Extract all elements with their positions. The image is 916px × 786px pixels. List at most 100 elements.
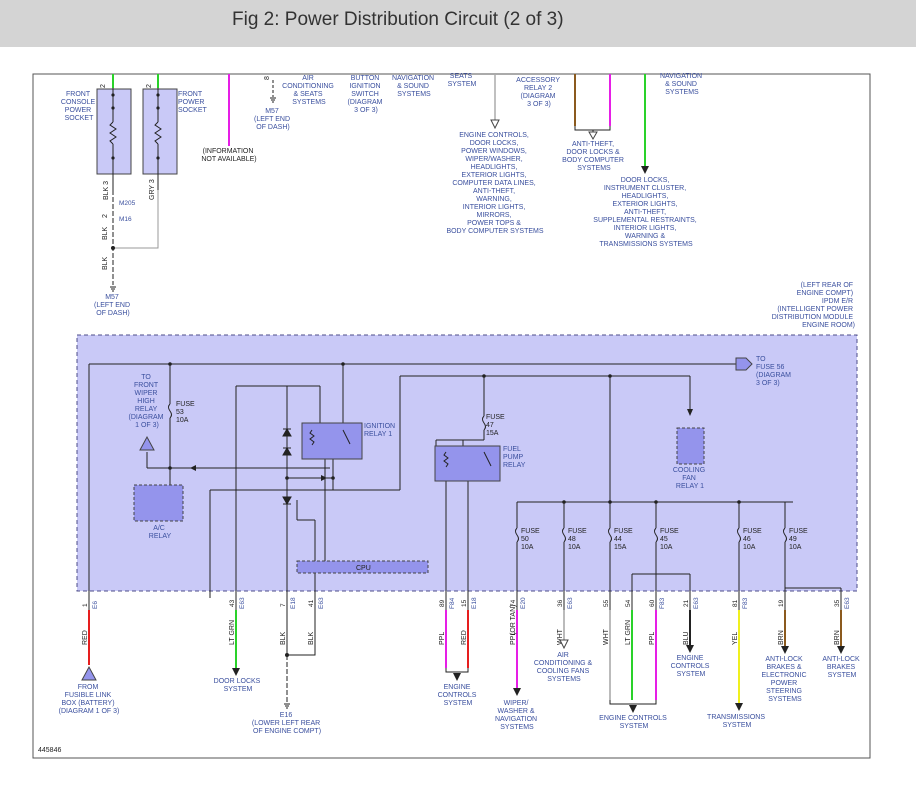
ground-m57-top (270, 97, 276, 103)
pin-number: 74 (510, 599, 517, 607)
pin-label: 2 (102, 214, 109, 218)
wire-code: GRY 3 (149, 179, 156, 200)
pin-label: 8 (264, 76, 271, 80)
label-front-console-power-socket: FRONT CONSOLE POWER SOCKET (61, 91, 97, 122)
pin-connector: E63 (844, 597, 851, 609)
label-ignition-relay-1: IGNITION RELAY 1 (364, 423, 397, 438)
label-engine-controls-list: ENGINE CONTROLS, DOOR LOCKS, POWER WINDO… (446, 132, 543, 235)
label-engine-controls-1: ENGINE CONTROLS SYSTEM (438, 684, 479, 707)
diode-symbols (282, 427, 292, 506)
pin-number: 81 (732, 599, 739, 607)
label-front-wiper-relay: TO FRONT WIPER HIGH RELAY (DIAGRAM 1 OF … (129, 374, 166, 429)
label-air-cond-seats: AIR CONDITIONING & SEATS SYSTEMS (282, 75, 336, 106)
pin-connector: F83 (742, 597, 749, 609)
ignition-relay-1 (301, 422, 363, 460)
label-to-fuse56: TO FUSE 56 (DIAGRAM 3 OF 3) (756, 356, 793, 387)
cpu (296, 560, 429, 574)
arrow-right-icon (321, 475, 327, 481)
pin-number: 43 (229, 599, 236, 607)
label-engine-controls-2: ENGINE CONTROLS SYSTEM (599, 715, 669, 730)
junction-dots (168, 362, 741, 657)
pin-connector: E63 (693, 597, 700, 609)
pin-connector: E63 (567, 597, 574, 609)
connector-m16: M16 (119, 216, 132, 223)
pin-number: 41 (308, 599, 315, 607)
label-engine-controls-3: ENGINE CONTROLS SYSTEM (671, 655, 712, 678)
wire-color-code: WHT (557, 628, 564, 645)
pin-number: 19 (778, 599, 785, 607)
front-console-power-socket (96, 88, 132, 175)
label-fuse53: FUSE 53 10A (176, 401, 197, 424)
label-fuel-pump-relay: FUEL PUMP RELAY (503, 446, 526, 469)
wire-code-or-tan: (OR TAN) (510, 605, 517, 635)
fuel-pump-relay-coil (443, 451, 492, 468)
label-air-cond-fans: AIR CONDITIONING & COOLING FANS SYSTEMS (534, 652, 594, 683)
pin-number: 60 (649, 599, 656, 607)
wire-color-code: BRN (834, 630, 841, 645)
wire-code: BLK (102, 256, 109, 270)
pin-label: 2 (100, 84, 107, 88)
label-accessory-relay-2: ACCESSORY RELAY 2 (DIAGRAM 3 OF 3) (516, 77, 562, 108)
label-fusible-link: FROM FUSIBLE LINK BOX (BATTERY) (DIAGRAM… (59, 684, 120, 715)
page-title: Fig 2: Power Distribution Circuit (2 of … (232, 9, 564, 30)
fuse-symbols (168, 403, 787, 543)
to-fuse56-connector (735, 357, 753, 371)
label-e16: E16 (LOWER LEFT REAR OF ENGINE COMPT) (252, 712, 322, 735)
front-power-socket (142, 88, 178, 175)
ac-relay (133, 484, 184, 522)
ground-m57-bottom (110, 286, 116, 292)
diagram-frame (32, 73, 871, 759)
wire-color-code: RED (461, 630, 468, 645)
wiper-relay-connector (139, 435, 155, 451)
ground-e16 (284, 703, 290, 709)
label-nav-sound-2: NAVIGATION & SOUND SYSTEMS (660, 73, 704, 96)
pin-connector: E20 (520, 597, 527, 609)
wire-color-code: WHT (603, 628, 610, 645)
pin-connector: E18 (290, 597, 297, 609)
pin-number: 36 (557, 599, 564, 607)
label-antilock-elec: ANTI-LOCK BRAKES & ELECTRONIC POWER STEE… (761, 656, 808, 703)
arrow-left-icon (190, 465, 196, 471)
wire-color-code: PPL (510, 632, 517, 645)
pin-connector: E6 (92, 601, 99, 609)
wire-code: BLK 3 (103, 181, 110, 200)
pin-label: 2 (146, 84, 153, 88)
figure-id: 445846 (38, 747, 61, 754)
wire-color-code: BLU (683, 631, 690, 645)
pin-number: 21 (683, 599, 690, 607)
wire-color-code: YEL (732, 632, 739, 645)
pin-connector: E18 (471, 597, 478, 609)
label-ac-relay: A/C RELAY (149, 525, 172, 540)
label-info-not-available: (INFORMATION NOT AVAILABLE) (201, 148, 256, 163)
label-anti-theft-bcm: ANTI-THEFT, DOOR LOCKS & BODY COMPUTER S… (562, 141, 626, 172)
pin-number: 35 (834, 599, 841, 607)
wire-code: BLK (102, 226, 109, 240)
pin-number: 1 (82, 603, 89, 607)
arrow-down-icon (687, 409, 693, 416)
pin-number: 15 (461, 599, 468, 607)
wire-color-code: BRN (778, 630, 785, 645)
label-cpu: CPU (356, 565, 371, 572)
label-m57-top: M57 (LEFT END OF DASH) (254, 108, 292, 131)
title-bar: Fig 2: Power Distribution Circuit (2 of … (0, 0, 916, 47)
wire-color-code: BLK (280, 631, 287, 645)
output-wires (88, 610, 842, 705)
pin-connector: E63 (318, 597, 325, 609)
fusible-link-connector (81, 665, 97, 681)
pin-number: 7 (280, 603, 287, 607)
output-arrows (232, 639, 845, 713)
label-fuse47: FUSE 47 15A (486, 414, 507, 437)
label-ignition-switch: BUTTON IGNITION SWITCH (DIAGRAM 3 OF 3) (348, 75, 385, 114)
label-m57-bottom: M57 (LEFT END OF DASH) (94, 294, 132, 317)
wire-color-code: LT GRN (625, 620, 632, 645)
label-ipdm-module: (LEFT REAR OF ENGINE COMPT) IPDM E/R (IN… (772, 282, 855, 329)
pin-number: 89 (439, 599, 446, 607)
